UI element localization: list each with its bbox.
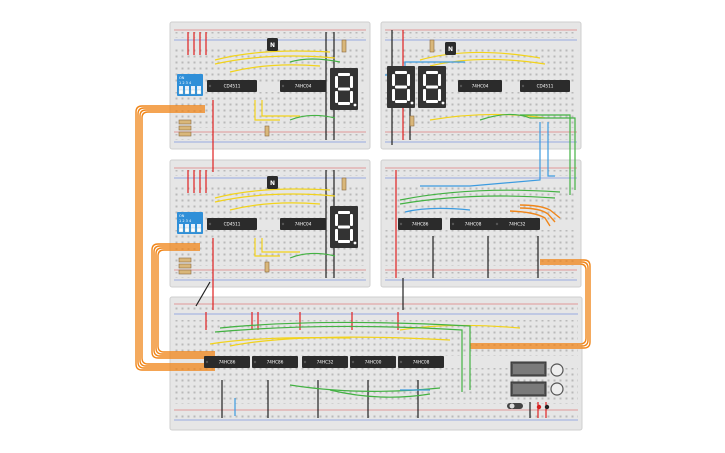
chip-74hc32: 74HC32 (494, 218, 540, 230)
chip-label: 74HC32 (317, 360, 334, 365)
chip-74hc86: 74HC86 (204, 356, 250, 368)
seven-segment-display (330, 68, 358, 110)
chip-label: CD4511 (224, 84, 241, 89)
chip-74hc04: 74HC04 (280, 80, 326, 92)
transistor-label: N (448, 46, 453, 53)
transistor: N (267, 38, 278, 51)
chip-74hc08: 74HC08 (398, 356, 444, 368)
chip-label: 74HC86 (219, 360, 236, 365)
chip-74hc86: 74HC86 (398, 218, 442, 230)
seven-segment-display (418, 66, 446, 108)
dip-switch[interactable]: ON1 2 3 4 (177, 74, 203, 96)
seven-segment-display (387, 66, 415, 108)
seven-segment-display (330, 206, 358, 248)
chip-cd4511: CD4511 (207, 218, 257, 230)
power-switch[interactable] (507, 403, 523, 409)
dip-switch[interactable]: ON1 2 3 4 (177, 212, 203, 234)
chip-cd4511: CD4511 (520, 80, 570, 92)
chip-74hc08: 74HC08 (450, 218, 496, 230)
transistor: N (267, 176, 278, 189)
chip-label: 74HC32 (509, 222, 526, 227)
battery-terminals (536, 404, 550, 410)
power-supply (510, 361, 564, 397)
chip-74hc04: 74HC04 (280, 218, 326, 230)
transistor-label: N (270, 42, 275, 49)
chip-label: 74HC00 (365, 360, 382, 365)
chip-label: 74HC08 (413, 360, 430, 365)
transistor: N (445, 42, 456, 55)
chip-74hc04: 74HC04 (458, 80, 502, 92)
chip-cd4511: CD4511 (207, 80, 257, 92)
chip-label: 74HC04 (472, 84, 489, 89)
chip-label: 74HC86 (267, 360, 284, 365)
chip-label: CD4511 (224, 222, 241, 227)
chip-label: 74HC86 (412, 222, 429, 227)
chip-label: 74HC04 (295, 84, 312, 89)
dip-number-label: 1 2 3 4 (179, 219, 192, 223)
chip-74hc00: 74HC00 (350, 356, 396, 368)
chip-label: CD4511 (537, 84, 554, 89)
chip-label: 74HC08 (465, 222, 482, 227)
orange-bus-wires (135, 105, 591, 371)
chip-label: 74HC04 (295, 222, 312, 227)
chip-74hc32: 74HC32 (302, 356, 348, 368)
chip-74hc86: 74HC86 (252, 356, 298, 368)
green-wires (214, 58, 576, 398)
resistors (178, 39, 435, 275)
dip-on-label: ON (179, 76, 185, 80)
dip-on-label: ON (179, 214, 185, 218)
transistor-label: N (270, 180, 275, 187)
dip-number-label: 1 2 3 4 (179, 81, 192, 85)
